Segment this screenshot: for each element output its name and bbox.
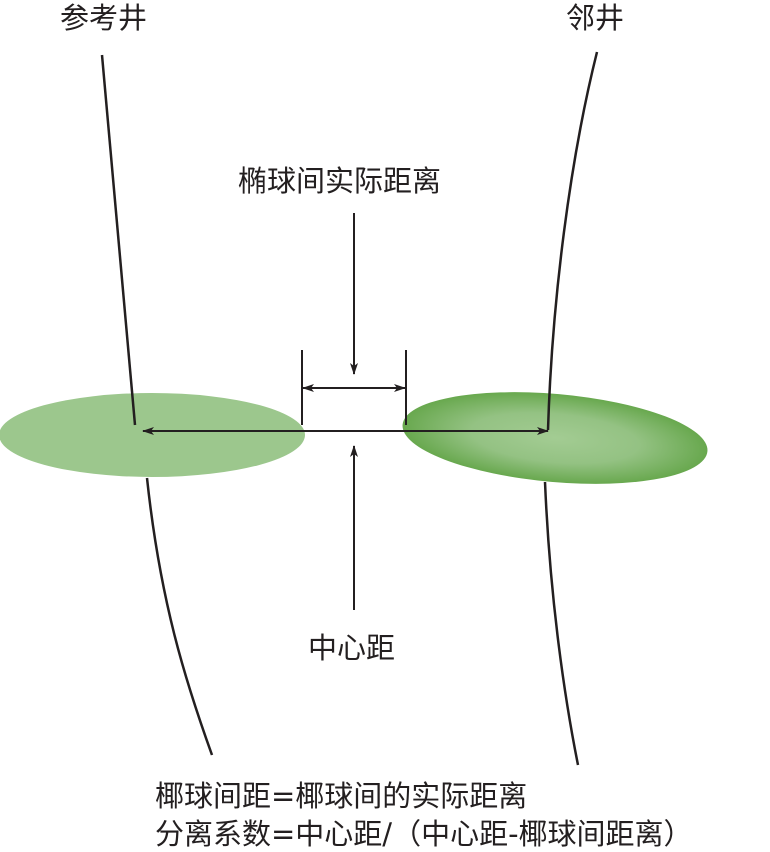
- adjacent-well-ellipsoid: [402, 392, 708, 484]
- adjacent-well-label: 邻井: [566, 1, 625, 35]
- center-distance-label: 中心距: [308, 631, 396, 665]
- formula-line-2: 分离系数=中心距/（中心距-椰球间距离）: [155, 817, 693, 851]
- reference-well-trajectory-upper: [100, 54, 137, 426]
- adjacent-well-trajectory-upper: [546, 51, 599, 431]
- actual-distance-label: 椭球间实际距离: [238, 164, 442, 198]
- reference-well-label: 参考井: [60, 1, 148, 35]
- reference-well-ellipsoid: [0, 393, 305, 477]
- formula-line-1: 椰球间距=椰球间的实际距离: [155, 779, 528, 813]
- reference-well-trajectory-lower: [145, 477, 214, 756]
- adjacent-well-trajectory-lower: [543, 481, 580, 766]
